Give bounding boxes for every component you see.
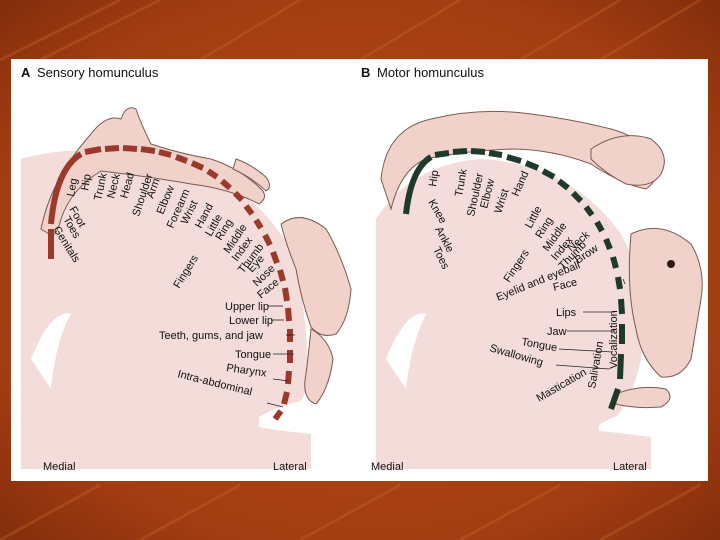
sensory-segment-arc [48,145,293,421]
panel-a-lateral-label: Lateral [273,461,307,473]
panel-b-letter: B [361,65,370,80]
panel-a-medial-label: Medial [43,461,75,473]
label-pharynx: Pharynx [226,362,268,380]
label-trunk: Trunk [92,172,110,202]
panel-a-title: Sensory homunculus [37,65,159,80]
panel-b-title: Motor homunculus [377,65,484,80]
label-motor-hip: Hip [427,169,441,187]
motor-homunculus-tongue [615,386,671,409]
label-teeth-gums-jaw: Teeth, gums, and jaw [159,330,263,342]
panel-b-medial-label: Medial [371,461,403,473]
panel-a-sensory: A Sensory homunculus Leg Hip Trunk Neck … [21,65,352,473]
sensory-homunculus-head [280,217,352,336]
sensory-homunculus-tongue [304,328,334,405]
motor-cortex-slice [376,159,651,469]
label-lower-lip: Lower lip [229,315,273,327]
label-motor-face: Face [552,276,579,294]
homunculus-diagram: A Sensory homunculus Leg Hip Trunk Neck … [21,65,703,473]
label-leg: Leg [65,177,80,197]
panel-b-motor: B Motor homunculus Hip Trunk Shoulder El… [361,65,703,473]
label-motor-vocalization: Vocalization [608,310,620,369]
sensory-cortex-slice [21,150,311,469]
panel-a-letter: A [21,65,31,80]
motor-homunculus-head [628,227,703,378]
label-motor-trunk: Trunk [453,168,470,198]
label-motor-jaw: Jaw [547,326,567,338]
panel-b-lateral-label: Lateral [613,461,647,473]
homunculus-figure: A Sensory homunculus Leg Hip Trunk Neck … [11,59,708,481]
label-hip: Hip [79,173,94,191]
motor-segment-arc [403,148,625,410]
label-upper-lip: Upper lip [225,301,269,313]
motor-homunculus-eye [667,260,675,268]
sensory-homunculus-hand [232,158,270,192]
motor-homunculus-hand [590,135,665,186]
label-tongue: Tongue [235,349,271,361]
label-motor-lips: Lips [556,307,577,319]
